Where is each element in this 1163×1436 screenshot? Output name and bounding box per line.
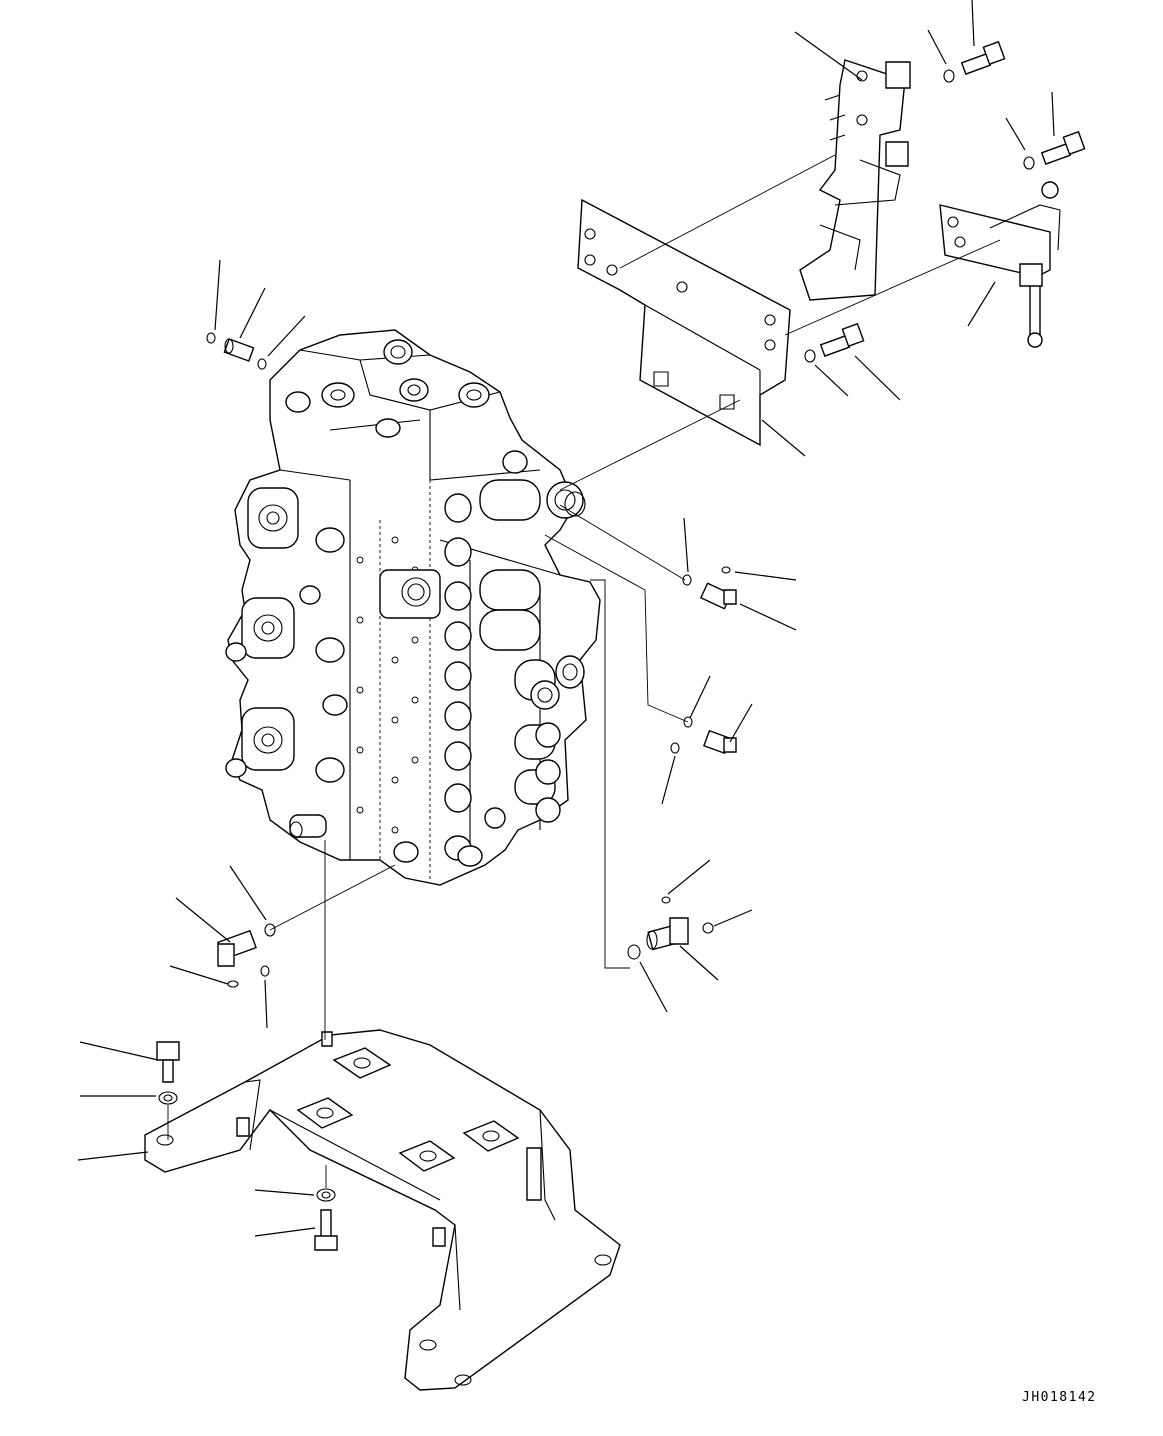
oring-top-left-1 <box>207 333 215 343</box>
oring-left-1 <box>265 924 275 936</box>
bolt-top-right-1 <box>962 42 1005 74</box>
oring-left-2 <box>228 981 238 987</box>
washer-stand-top <box>159 1092 177 1104</box>
right-side-bracket <box>940 182 1060 347</box>
washer-stand-bottom <box>317 1189 335 1201</box>
bolts-and-fittings <box>157 42 1085 1250</box>
elbow-fitting-right-2 <box>704 731 736 754</box>
oring-lower-right-3 <box>703 923 713 933</box>
oring-lower-right-1 <box>628 945 640 959</box>
bolt-top-right-2 <box>1042 132 1085 164</box>
bolt-center-right <box>821 324 864 356</box>
oring-top-left-2 <box>258 359 266 369</box>
washer-top-right-1 <box>944 70 954 82</box>
harness-clip-assembly <box>800 60 910 300</box>
elbow-fitting-right-1 <box>701 583 736 608</box>
oring-right-3 <box>684 717 692 727</box>
oring-left-3 <box>261 966 269 976</box>
bolt-stand-top <box>157 1042 179 1082</box>
solenoid-mounting-bracket <box>578 200 790 445</box>
elbow-fitting-left <box>218 931 256 966</box>
washer-top-right-2 <box>1024 157 1034 169</box>
washer-center-right <box>805 350 815 362</box>
valve-mounting-stand <box>145 1030 620 1390</box>
top-left-fitting <box>224 339 253 361</box>
oring-right-2 <box>722 567 730 573</box>
leader-lines <box>78 0 1054 1236</box>
oring-right-1 <box>683 575 691 585</box>
tee-fitting-right <box>647 918 688 950</box>
oring-right-4 <box>671 743 679 753</box>
oring-lower-right-2 <box>662 897 670 903</box>
drawing-code-label: JH018142 <box>1022 1390 1097 1405</box>
assembly-lines <box>168 155 1000 1188</box>
control-valve-assembly <box>226 330 600 885</box>
bolt-stand-bottom <box>315 1210 337 1250</box>
